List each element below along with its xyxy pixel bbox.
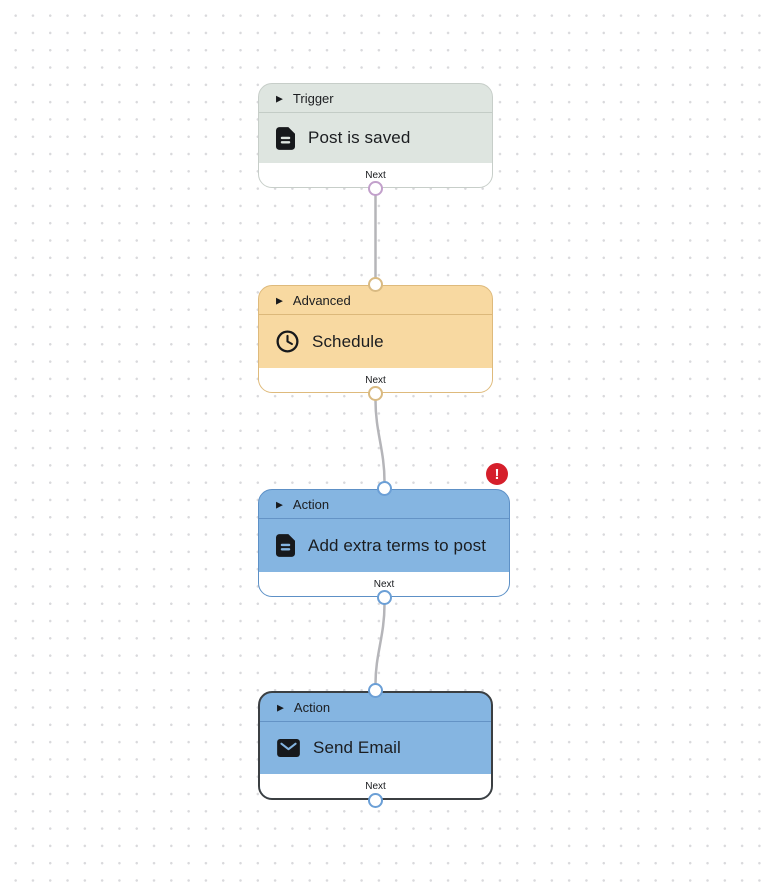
node-header[interactable]: ▶ Action	[259, 490, 509, 519]
output-port[interactable]	[368, 181, 383, 196]
node-title: Add extra terms to post	[308, 535, 487, 555]
input-port[interactable]	[376, 481, 392, 496]
node-advanced[interactable]: ▶ Advanced Schedule Next	[258, 277, 493, 401]
node-title: Send Email	[313, 738, 401, 757]
node-body[interactable]: Schedule	[259, 315, 492, 368]
document-icon	[276, 534, 295, 557]
expand-triangle-icon[interactable]: ▶	[276, 93, 283, 103]
node-header[interactable]: ▶ Action	[260, 693, 491, 722]
node-action-add-extra-terms[interactable]: ▶ Action Add extra terms to post Next !	[258, 463, 510, 605]
edge-action1-to-action2[interactable]	[374, 603, 386, 685]
edge-advanced-to-action1[interactable]	[374, 399, 386, 483]
node-header[interactable]: ▶ Advanced	[259, 286, 492, 315]
node-title: Schedule	[312, 331, 384, 351]
next-label: Next	[365, 780, 386, 792]
node-box: ▶ Action Send Email Next	[258, 691, 493, 800]
node-body[interactable]: Post is saved	[259, 113, 492, 163]
error-badge-icon[interactable]: !	[486, 463, 508, 485]
output-port[interactable]	[368, 793, 383, 808]
node-category-label: Advanced	[292, 292, 351, 308]
node-footer: Next	[259, 163, 492, 187]
next-label: Next	[365, 374, 386, 386]
next-label: Next	[373, 578, 395, 590]
output-port[interactable]	[376, 590, 392, 605]
output-port[interactable]	[368, 386, 383, 401]
node-category-label: Action	[293, 699, 331, 715]
node-box: ▶ Action Add extra terms to post Next	[258, 489, 510, 597]
node-box: ▶ Advanced Schedule Next	[258, 285, 493, 393]
node-body[interactable]: Send Email	[260, 722, 491, 774]
node-trigger[interactable]: ▶ Trigger Post is saved Next	[258, 83, 493, 196]
node-body[interactable]: Add extra terms to post	[259, 519, 509, 572]
node-box: ▶ Trigger Post is saved Next	[258, 83, 493, 188]
mail-icon	[277, 739, 300, 757]
next-label: Next	[365, 169, 386, 181]
document-icon	[276, 126, 295, 150]
input-port[interactable]	[368, 683, 383, 698]
node-header[interactable]: ▶ Trigger	[259, 84, 492, 113]
clock-icon	[276, 330, 299, 353]
node-action-send-email[interactable]: ▶ Action Send Email Next	[258, 683, 493, 808]
expand-triangle-icon[interactable]: ▶	[277, 702, 284, 712]
expand-triangle-icon[interactable]: ▶	[276, 295, 283, 305]
node-category-label: Action	[292, 496, 330, 512]
node-category-label: Trigger	[292, 90, 334, 106]
input-port[interactable]	[368, 277, 383, 292]
expand-triangle-icon[interactable]: ▶	[276, 499, 283, 509]
node-title: Post is saved	[308, 128, 411, 147]
